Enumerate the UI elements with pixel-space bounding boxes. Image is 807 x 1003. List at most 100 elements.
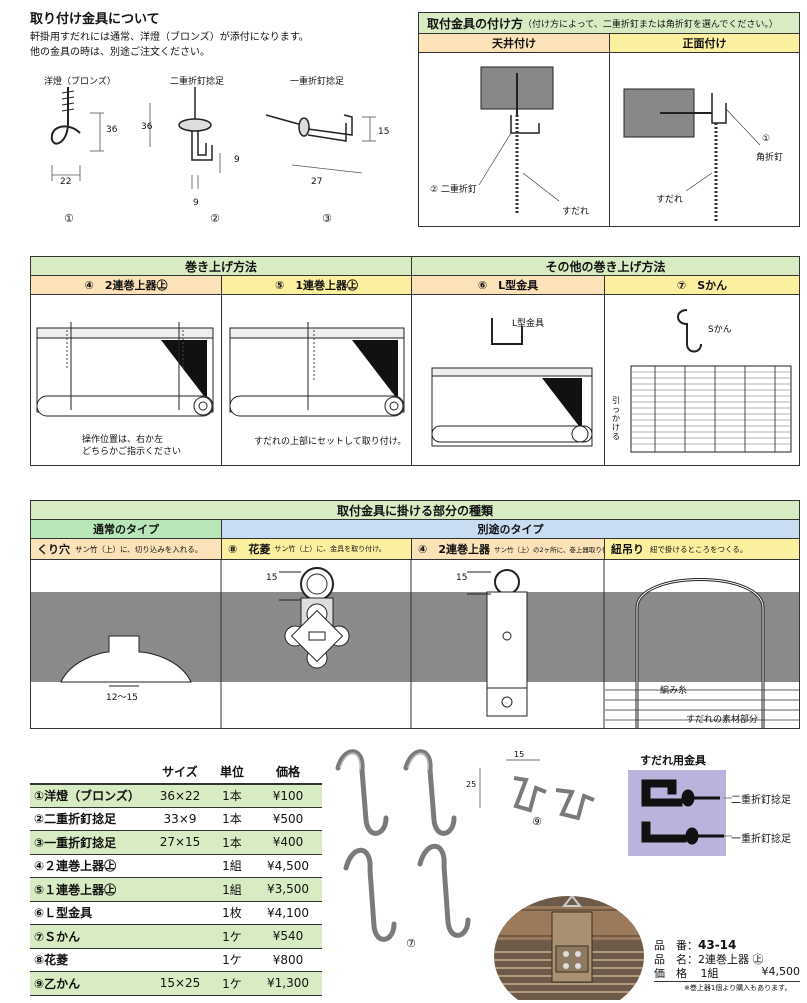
- ring-icon: [494, 569, 520, 595]
- product-name: 2連巻上器 ㊤: [698, 953, 764, 966]
- col6-label: ⑥ L型金具: [477, 279, 539, 292]
- product-code-label: 品 番：: [654, 939, 698, 952]
- type2-note: サン竹（上）に、金具を取り付け。: [274, 545, 386, 553]
- product-name-row: 品 名：2連巻上器 ㊤: [654, 951, 764, 967]
- col5-tab: ⑤ 1連巻上器㊤: [221, 275, 412, 295]
- row-name: ⑦Ｓかん: [30, 924, 150, 949]
- hw1-label: 洋燈（ブロンズ）: [44, 77, 116, 87]
- intro-line2: 他の金具の時は、別途ご注文ください。: [30, 47, 210, 58]
- row-unit: 1組: [210, 854, 254, 878]
- photo-num9: ⑨: [532, 815, 542, 828]
- row-size: 36×22: [150, 783, 210, 808]
- product-price-label: 価 格: [654, 967, 687, 980]
- row-price: ¥800: [254, 948, 322, 972]
- ceiling-mount-drawing: [478, 66, 560, 213]
- header-price: 価格: [254, 760, 322, 785]
- front-label3: すだれ: [656, 195, 684, 205]
- mounting-title: 取付金具の付け方: [427, 16, 524, 31]
- hw3-dim-h: 15: [378, 127, 390, 137]
- product-code-row: 品 番：43-14: [654, 937, 736, 953]
- hw2-label: 二重折釘捻足: [170, 77, 225, 87]
- row-size: [150, 854, 210, 878]
- row-unit: 1ケ: [210, 924, 254, 949]
- front-panel: [609, 52, 800, 227]
- row-size: 33×9: [150, 807, 210, 831]
- type1-note: サン竹（上）に、切り込みを入れる。: [75, 544, 203, 554]
- type3-tab: ④ 2連巻上器 サン竹（上）の2ヶ所に、巻上器取り付け。: [411, 538, 621, 560]
- double-nail-icon: [641, 779, 720, 807]
- header-size: サイズ: [150, 760, 210, 785]
- hw2-dim-h: 36: [141, 122, 153, 132]
- front-label1: ①: [762, 134, 771, 144]
- col7-tab: ⑦ Sかん: [604, 275, 800, 295]
- product-name-label: 品 名：: [654, 953, 698, 966]
- double-nail-icon: [178, 87, 213, 161]
- type2-dim: 15: [266, 573, 278, 583]
- types-header: 取付金具に掛ける部分の種類: [30, 500, 800, 520]
- row-price: ¥500: [254, 807, 322, 831]
- type3-dim: 15: [456, 573, 468, 583]
- special-type-tab: 別途のタイプ: [221, 519, 800, 539]
- row-price: ¥4,500: [254, 854, 322, 878]
- type2-tab: ⑧ 花菱 サン竹（上）に、金具を取り付け。: [221, 538, 412, 560]
- type4-label-b: すだれの素材部分: [686, 715, 759, 725]
- hook-eye-drawing: [50, 87, 104, 181]
- row-price: ¥100: [254, 783, 322, 808]
- row-name: ⑥Ｌ型金具: [30, 901, 150, 925]
- cutout-notch-icon: [60, 635, 192, 683]
- front-tab: 正面付け: [609, 33, 800, 53]
- sudare-hw-double: 二重折釘捻足: [731, 795, 791, 806]
- types-drawing: [31, 560, 799, 728]
- other-rollup-title: その他の巻き上げ方法: [545, 259, 666, 274]
- row-price: ¥540: [254, 924, 322, 949]
- hw3-dim-w: 27: [311, 177, 323, 187]
- front-label2: 角折釘: [756, 153, 784, 163]
- row-unit: 1本: [210, 830, 254, 855]
- row-unit: 1組: [210, 877, 254, 902]
- hw3-num: ③: [322, 212, 332, 225]
- type4-tab: 紐吊り 紐で掛けるところをつくる。: [604, 538, 800, 560]
- product-photo: [494, 896, 644, 1000]
- ceiling-label: 天井付け: [492, 37, 536, 50]
- col6-tab: ⑥ L型金具: [411, 275, 605, 295]
- special-type-label: 別途のタイプ: [477, 523, 544, 536]
- row-unit: 1本: [210, 807, 254, 831]
- col7-label: ⑦ Sかん: [676, 279, 728, 292]
- hook-eye-icon: [50, 87, 81, 145]
- row-size: [150, 901, 210, 925]
- type2-name: ⑧ 花菱: [228, 543, 271, 556]
- row-name: ⑨乙かん: [30, 971, 150, 996]
- row-size: [150, 924, 210, 949]
- product-price-row: 価 格 1組 ¥4,500: [654, 965, 800, 982]
- type4-name: 紐吊り: [611, 543, 644, 556]
- ring-icon: [561, 896, 583, 907]
- row-unit: 1ケ: [210, 971, 254, 996]
- type1-dim: 12～15: [106, 693, 138, 703]
- otsu-hook-icon: [513, 776, 595, 821]
- type3-name: ④ 2連巻上器: [418, 543, 490, 556]
- product-note: ※巻上器1個より購入もあります。: [684, 984, 792, 992]
- row-size: [150, 948, 210, 972]
- col4-tab: ④ 2連巻上器㊤: [30, 275, 222, 295]
- header-name: [30, 760, 150, 785]
- normal-type-tab: 通常のタイプ: [30, 519, 222, 539]
- col4-caption2: どちらかご指示ください: [82, 447, 182, 457]
- front-mount-drawing: [623, 88, 761, 221]
- sudare-hw-title: すだれ用金具: [640, 754, 706, 767]
- col4-caption1: 操作位置は、右か左: [82, 435, 164, 445]
- row-price: ¥400: [254, 830, 322, 855]
- sudare-hw-single: 一重折釘捻足: [731, 834, 791, 845]
- product-price: ¥4,500: [761, 965, 801, 978]
- intro-title: 取り付け金具について: [30, 12, 160, 27]
- hw2-dim-w2: 9: [193, 198, 199, 208]
- type1-name: くり穴: [37, 543, 70, 556]
- row-unit: 1本: [210, 783, 254, 808]
- normal-type-label: 通常のタイプ: [93, 523, 159, 536]
- type4-note: 紐で掛けるところをつくる。: [650, 544, 748, 554]
- row-price: ¥4,100: [254, 901, 322, 925]
